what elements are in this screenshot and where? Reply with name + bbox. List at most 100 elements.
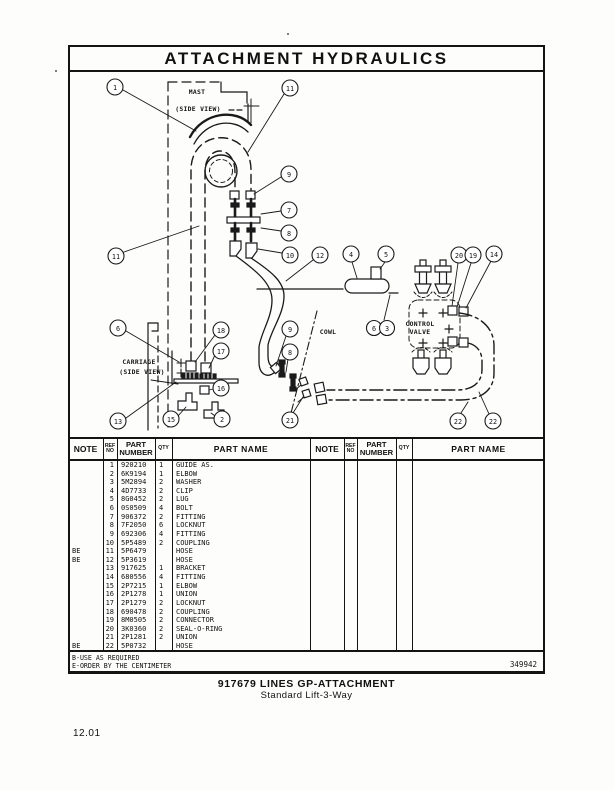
cell-name: FITTING <box>176 529 206 538</box>
cell-note: BE <box>72 555 81 564</box>
header-name-left: PART NAME <box>213 443 269 454</box>
cell-name: FITTING <box>176 573 206 582</box>
cell-part: 5P0732 <box>121 642 147 651</box>
cell-ref: 4 <box>109 486 114 495</box>
page-number: 12.01 <box>73 728 101 739</box>
cell-ref: 17 <box>105 598 114 607</box>
cell-qty: 6 <box>159 521 164 530</box>
cell-name: ELBOW <box>176 581 198 590</box>
cell-name: HOSE <box>176 555 193 564</box>
cell-qty: 1 <box>159 564 164 573</box>
cell-name: LUG <box>176 495 189 504</box>
cell-qty: 2 <box>159 598 164 607</box>
cell-qty: 2 <box>159 495 164 504</box>
cell-part: 906372 <box>121 512 147 521</box>
cell-qty: 2 <box>159 633 164 642</box>
cell-part: 0S0509 <box>121 504 147 513</box>
cell-name: BRACKET <box>176 564 206 573</box>
cell-name: CLIP <box>176 486 193 495</box>
page-title: ATTACHMENT HYDRAULICS <box>70 47 543 72</box>
cell-ref: 2 <box>109 469 114 478</box>
cell-name: CONNECTOR <box>176 616 214 625</box>
footnote-b: B-USE AS REQUIRED <box>72 654 140 662</box>
cell-qty: 1 <box>159 590 164 599</box>
cell-name: UNION <box>176 633 198 642</box>
cell-qty: 4 <box>159 504 164 513</box>
cell-ref: 14 <box>105 573 114 582</box>
cell-note: BE <box>72 547 81 556</box>
cell-name: COUPLING <box>176 538 210 547</box>
scan-speck <box>287 33 289 35</box>
cell-qty: 1 <box>159 469 164 478</box>
cell-qty: 2 <box>159 607 164 616</box>
header-note-left: NOTE <box>73 443 98 454</box>
table-row: 4 4D7733 2 CLIP <box>68 487 545 496</box>
cell-part: 2P1278 <box>121 590 147 599</box>
cell-part: 5P3619 <box>121 555 147 564</box>
cell-ref: 10 <box>105 538 114 547</box>
cell-part: 4D7733 <box>121 486 147 495</box>
cell-qty: 2 <box>159 478 164 487</box>
cell-part: 2P1279 <box>121 598 147 607</box>
cell-part: 6K9194 <box>121 469 147 478</box>
cell-qty: 2 <box>159 538 164 547</box>
cell-name: FITTING <box>176 512 206 521</box>
header-qty-left: QTY <box>158 445 169 452</box>
cell-ref: 18 <box>105 607 114 616</box>
cell-ref: 13 <box>105 564 114 573</box>
cell-ref: 16 <box>105 590 114 599</box>
cell-ref: 19 <box>105 616 114 625</box>
cell-ref: 6 <box>109 504 114 513</box>
page-border <box>68 45 545 674</box>
cell-ref: 11 <box>105 547 114 556</box>
cell-ref: 7 <box>109 512 114 521</box>
cell-part: 3K0360 <box>121 624 147 633</box>
cell-ref: 1 <box>109 461 114 469</box>
cell-qty: 4 <box>159 573 164 582</box>
cell-part: 7F2050 <box>121 521 147 530</box>
cell-ref: 9 <box>109 529 114 538</box>
table-row: 14 680556 4 FITTING <box>68 573 545 582</box>
cell-part: 680556 <box>121 573 147 582</box>
caption-title: 917679 LINES GP-ATTACHMENT <box>217 678 396 690</box>
doc-number: 349942 <box>509 660 537 669</box>
cell-qty: 1 <box>159 581 164 590</box>
cell-name: HOSE <box>176 642 193 651</box>
cell-qty: 2 <box>159 486 164 495</box>
cell-name: SEAL-O-RING <box>176 624 223 633</box>
cell-part: 692306 <box>121 529 147 538</box>
table-row: 6 0S0509 4 BOLT <box>68 504 545 513</box>
cell-name: GUIDE AS. <box>176 461 214 469</box>
header-qty-right: QTY <box>398 445 410 452</box>
table-row: 8 7F2050 6 LOCKNUT <box>68 521 545 530</box>
cell-part: 8M0505 <box>121 616 147 625</box>
cell-ref: 3 <box>109 478 114 487</box>
cell-name: LOCKNUT <box>176 521 206 530</box>
cell-qty: 2 <box>159 616 164 625</box>
table-footnotes: B-USE AS REQUIRED E-ORDER BY THE CENTIME… <box>68 650 545 674</box>
cell-name: BOLT <box>176 504 193 513</box>
cell-ref: 21 <box>105 633 114 642</box>
cell-ref: 8 <box>109 521 114 530</box>
cell-ref: 5 <box>109 495 114 504</box>
cell-note: BE <box>72 642 81 651</box>
cell-qty: 2 <box>159 624 164 633</box>
